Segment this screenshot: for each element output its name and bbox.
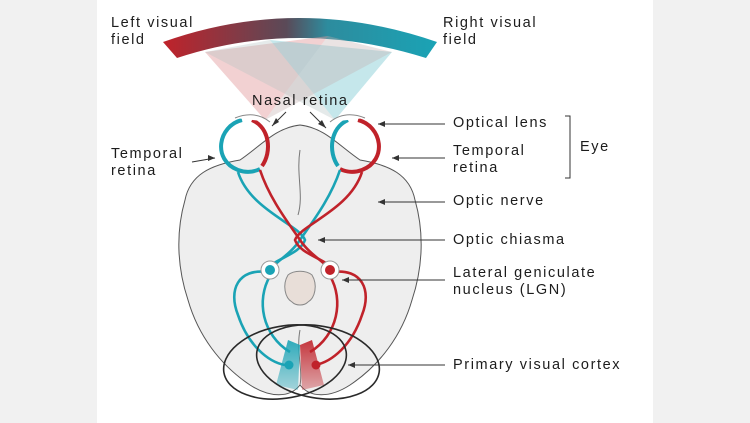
visual-cortex [222,324,381,400]
left-visual-field-label: Left visual field [111,15,194,49]
right-eye [329,114,381,174]
eye-label: Eye [580,139,610,155]
left-visual-field-line2: field [111,32,146,48]
primary-visual-cortex-label: Primary visual cortex [453,357,622,373]
nasal-retina-label: Nasal retina [252,93,349,109]
optic-chiasma-label: Optic chiasma [453,232,566,248]
lgn-line2: nucleus (LGN) [453,282,568,298]
optic-nerve-label: Optic nerve [453,193,545,209]
right-visual-field-line1: Right visual [443,15,538,31]
left-eye [219,114,271,174]
right-visual-field-line2: field [443,32,478,48]
lgn-label: Lateral geniculate nucleus (LGN) [453,265,596,299]
brain-outline [178,124,422,396]
optical-lens-label: Optical lens [453,115,548,131]
temporal-retina-left-label: Temporal retina [111,146,183,180]
temporal-retina-right-line1: Temporal [453,143,526,159]
projection-cones [205,36,392,120]
midline-fissure [297,149,302,386]
lgn-nodes [260,260,340,280]
temporal-retina-left-line1: Temporal [111,146,184,162]
temporal-retina-right-line2: retina [453,160,499,176]
lgn-line1: Lateral geniculate [453,265,597,281]
left-visual-field-line1: Left visual [111,15,194,31]
temporal-retina-right-label: Temporal retina [453,143,525,177]
brainstem [284,270,316,306]
visual-field-arc [163,18,437,58]
optic-pathways [233,169,367,367]
right-visual-field-label: Right visual field [443,15,537,49]
leader-arrowheads [208,118,399,368]
temporal-retina-left-line2: retina [111,163,157,179]
